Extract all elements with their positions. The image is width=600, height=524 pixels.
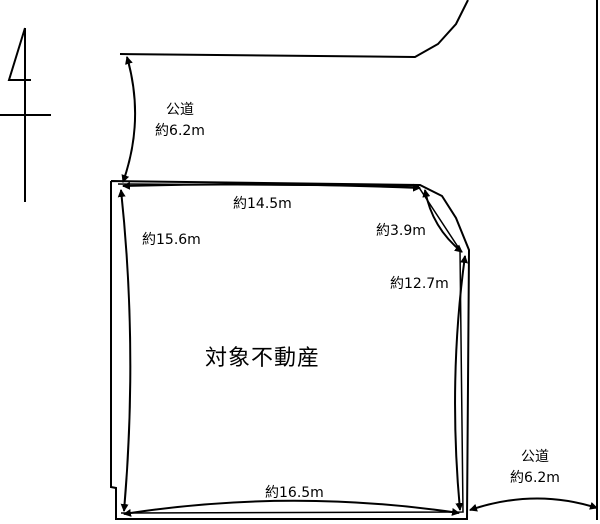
- dimension-right: 約12.7m: [390, 276, 449, 292]
- north-arrow-icon: [0, 27, 51, 202]
- road-right-label: 公道 約6.2m: [503, 449, 567, 487]
- road-right-name: 公道: [521, 449, 549, 465]
- road-top-name: 公道: [166, 102, 194, 118]
- road-right-width: 約6.2m: [510, 470, 560, 486]
- dimension-arrows: [117, 56, 598, 517]
- dimension-left: 約15.6m: [142, 232, 201, 248]
- dimension-corner: 約3.9m: [376, 223, 426, 239]
- dimension-bottom: 約16.5m: [265, 485, 324, 501]
- road-top-label: 公道 約6.2m: [150, 102, 210, 140]
- road-boundary-lines: [119, 0, 598, 520]
- dimension-top: 約14.5m: [233, 196, 292, 212]
- subject-property-label: 対象不動産: [205, 346, 321, 371]
- road-top-width: 約6.2m: [155, 123, 205, 139]
